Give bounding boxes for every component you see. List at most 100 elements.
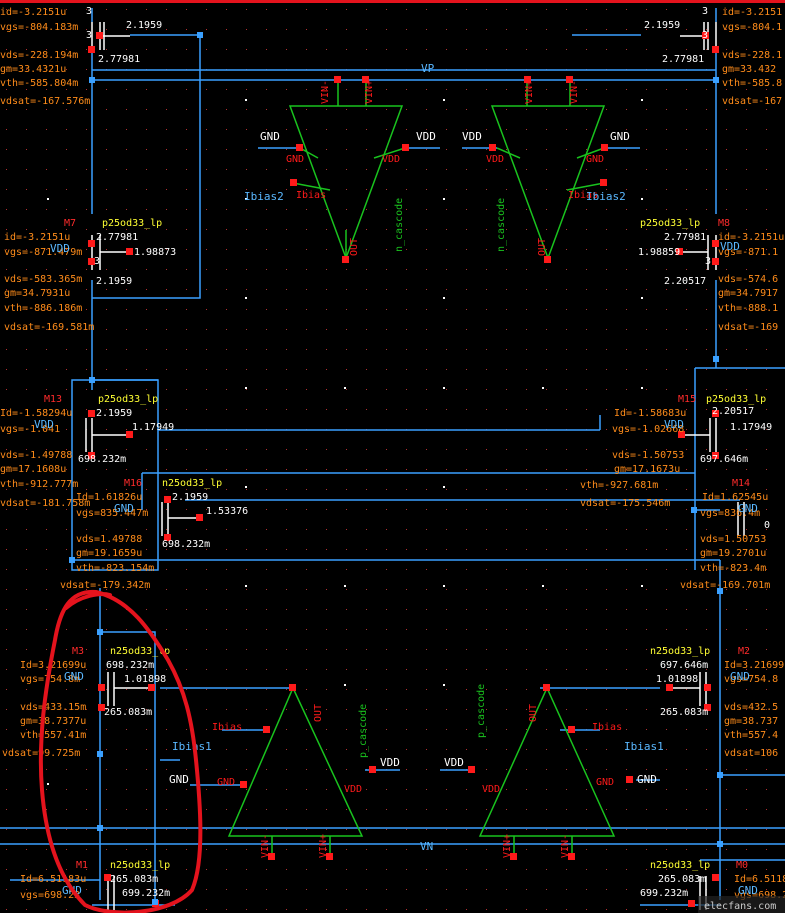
- op-gm: gm=33.4321u: [0, 64, 66, 75]
- pin-vin-plus[interactable]: [362, 76, 369, 83]
- pin-out[interactable]: [543, 684, 550, 691]
- term-g: 1.17949: [730, 422, 772, 433]
- op-gm: gm=34.7931u: [4, 288, 70, 299]
- term-d: 698.232m: [106, 660, 154, 671]
- net-ibias2: Ibias2: [586, 190, 626, 203]
- device-model: n25od33_lp: [650, 860, 710, 871]
- pin-out[interactable]: [289, 684, 296, 691]
- op-id: Id=6.51183u: [20, 874, 86, 885]
- op-vdsat: vdsat=-179.342m: [60, 580, 150, 591]
- opamp-top-left[interactable]: VIN- VIN+ GND VDD Ibias OUT GND VDD Ibia…: [244, 76, 436, 263]
- num-b: 3: [86, 30, 92, 41]
- op-vdsat: vdsat=-169.701m: [680, 580, 770, 591]
- op-vdsat: vdsat=106: [724, 748, 778, 759]
- label-out-pin: OUT: [313, 704, 324, 722]
- op-id: id=-3.2151: [722, 7, 782, 18]
- op-id: Id=-1.58683u: [614, 408, 686, 419]
- net-gnd: GND: [114, 502, 134, 515]
- term-g: 1.98873: [134, 247, 176, 258]
- pin-vin-plus[interactable]: [326, 853, 333, 860]
- op-gm: gm=17.1673u: [614, 464, 680, 475]
- device-model: p25od33_lp: [640, 218, 700, 229]
- device-m16[interactable]: M16 n25od33_lp Id=1.61826u vgs=835.447m …: [60, 478, 248, 591]
- term-g: 699.232m: [640, 888, 688, 899]
- pin-vin-minus[interactable]: [568, 853, 575, 860]
- label-ibias-pin: Ibias: [592, 722, 622, 733]
- pin-out[interactable]: [544, 256, 551, 263]
- device-m13[interactable]: M13 p25od33_lp Id=-1.58294u vgs=-1.041 V…: [0, 394, 174, 509]
- net-gnd: GND: [610, 130, 630, 143]
- pin-vin-minus[interactable]: [566, 76, 573, 83]
- term-d: 265.083m: [658, 874, 706, 885]
- label-gnd-pin: GND: [586, 154, 604, 165]
- device-name: M16: [124, 478, 142, 489]
- device-p-tr[interactable]: id=-3.2151 vgs=-804.1 vds=-228.1 gm=33.4…: [644, 6, 782, 107]
- device-m7[interactable]: M7 p25od33_lp id=-3.2151u vgs=-871.479m …: [4, 218, 176, 333]
- label-vin-plus: VIN+: [502, 834, 513, 858]
- term-g: 2.1959: [644, 20, 680, 31]
- op-vth: vth=-585.8: [722, 78, 782, 89]
- num-s: 3: [702, 6, 708, 17]
- pin-vin-plus[interactable]: [524, 76, 531, 83]
- op-vgs: vgs=-871.479m: [4, 247, 82, 258]
- net-vdd: VDD: [664, 418, 684, 431]
- opamp-bottom-left[interactable]: OUT Ibias GND VDD VIN- VIN+ Ibias1 GND V…: [169, 684, 400, 860]
- device-m14[interactable]: M14 Id=1.62545u vgs=836.4m GND vds=1.507…: [680, 478, 770, 591]
- op-gm: gm=38.737: [724, 716, 778, 727]
- device-name: M0: [736, 860, 748, 871]
- net-ibias2: Ibias2: [244, 190, 284, 203]
- pin-gnd[interactable]: [296, 144, 303, 151]
- device-model: n25od33_lp: [110, 860, 170, 871]
- opamp-bottom-right[interactable]: OUT Ibias GND VDD VIN+ VIN- Ibias1 GND V…: [444, 684, 664, 860]
- pin-gnd[interactable]: [601, 144, 608, 151]
- op-vds: vds=-583.365m: [4, 274, 82, 285]
- pin-vdd[interactable]: [489, 144, 496, 151]
- term-d: 697.646m: [660, 660, 708, 671]
- device-name: M8: [718, 218, 730, 229]
- pin-ibias[interactable]: [568, 726, 575, 733]
- pin-vdd[interactable]: [402, 144, 409, 151]
- op-vth: vth=557.4: [724, 730, 778, 741]
- op-vth: vth=557.41m: [20, 730, 86, 741]
- pin-vdd[interactable]: [468, 766, 475, 773]
- op-id: Id=1.61826u: [76, 492, 142, 503]
- watermark-bg: [698, 896, 785, 913]
- device-m0[interactable]: M0 n25od33_lp Id=6.5118 vgs=698.2 GND 26…: [640, 860, 785, 901]
- device-p-tl[interactable]: id=-3.2151u vgs=-804.183m vds=-228.194m …: [0, 6, 162, 107]
- term-d: 697.646m: [700, 454, 748, 465]
- net-p-cascode: p_cascode: [358, 704, 369, 758]
- label-gnd-pin: GND: [596, 777, 614, 788]
- label-ibias-pin: Ibias: [212, 722, 242, 733]
- op-id: Id=-1.58294u: [0, 408, 72, 419]
- label-vdd-pin: VDD: [482, 784, 500, 795]
- pin-gnd[interactable]: [626, 776, 633, 783]
- pin-vin-minus[interactable]: [334, 76, 341, 83]
- pin-vdd[interactable]: [369, 766, 376, 773]
- pin-out[interactable]: [342, 256, 349, 263]
- pin-ibias[interactable]: [600, 179, 607, 186]
- pin-ibias[interactable]: [290, 179, 297, 186]
- device-name: M7: [64, 218, 76, 229]
- device-m2[interactable]: M2 n25od33_lp Id=3.21699 vgs=754.8 GND v…: [650, 646, 784, 759]
- device-m15[interactable]: M15 p25od33_lp Id=-1.58683u vgs=-1.02668…: [580, 394, 772, 509]
- label-vdd-pin: VDD: [486, 154, 504, 165]
- label-vin-minus: VIN-: [569, 80, 580, 104]
- pin-vin-plus[interactable]: [510, 853, 517, 860]
- label-ibias-pin: Ibias: [296, 190, 326, 201]
- op-gm: gm=34.7917: [718, 288, 778, 299]
- num-b: 3: [702, 30, 708, 41]
- opamp-top-right[interactable]: VIN+ VIN- VDD GND Ibias OUT VDD GND Ibia…: [462, 76, 630, 263]
- device-name: M14: [732, 478, 750, 489]
- label-vin-plus: VIN+: [318, 834, 329, 858]
- pin-ibias[interactable]: [263, 726, 270, 733]
- op-vgs: vgs=-804.1: [722, 22, 782, 33]
- device-m8[interactable]: M8 p25od33_lp id=-3.2151u vgs=-871.1 VDD…: [638, 218, 784, 333]
- device-model: n25od33_lp: [110, 646, 170, 657]
- op-vds: vds=-228.1: [722, 50, 782, 61]
- pin-vin-minus[interactable]: [268, 853, 275, 860]
- pin-gnd[interactable]: [240, 781, 247, 788]
- term-d: 2.20517: [664, 276, 706, 287]
- op-vdsat: vdsat=-167.576m: [0, 96, 90, 107]
- num-s: 3: [86, 6, 92, 17]
